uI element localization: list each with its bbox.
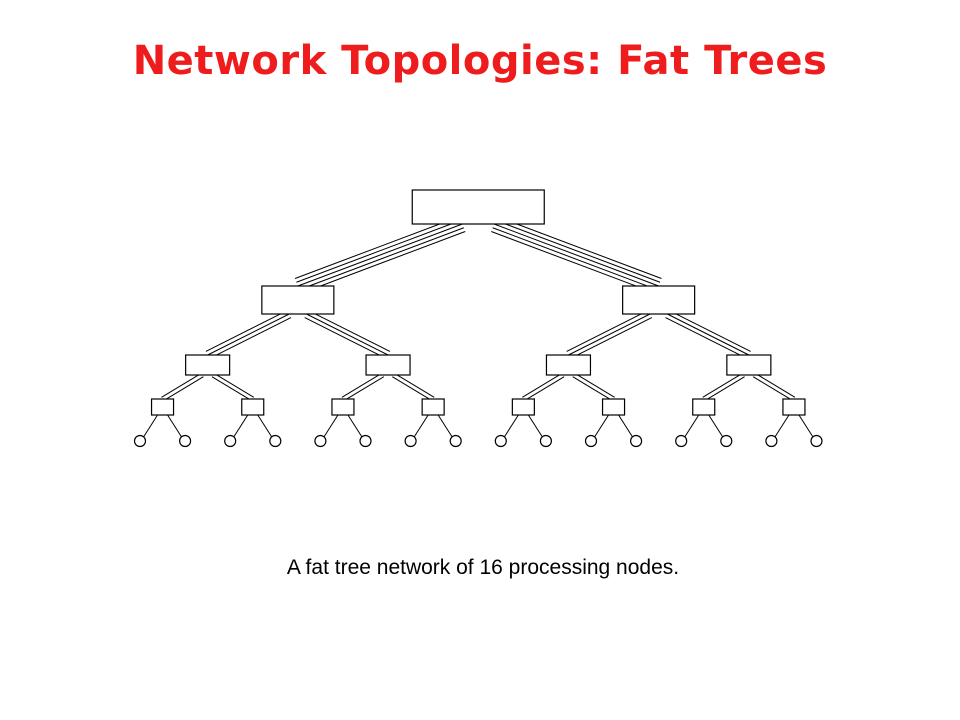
link-bundle-level-2 (566, 309, 649, 352)
leaf-link (774, 414, 790, 438)
processing-node (765, 434, 778, 448)
level-4-switch (692, 398, 716, 416)
link-bundle-level-2 (568, 313, 651, 356)
diagram-caption: A fat tree network of 16 processing node… (286, 556, 680, 579)
processing-node (494, 434, 507, 448)
link-bundle-level-1 (495, 219, 661, 283)
leaf-link (167, 414, 182, 438)
tree-links (143, 216, 814, 438)
link-bundle-level-2 (667, 313, 750, 356)
link-bundle-level-3 (702, 372, 743, 398)
link-bundle-level-3 (341, 372, 382, 398)
link-bundle-level-3 (524, 376, 565, 402)
level-3-switch (365, 354, 411, 376)
leaf-link (143, 414, 158, 438)
leaf-link (233, 414, 249, 438)
leaf-link (257, 414, 273, 438)
leaf-link (527, 414, 543, 438)
link-bundle-level-1 (300, 231, 466, 294)
level-4-switch (782, 398, 806, 416)
processing-node (675, 434, 688, 448)
processing-node (269, 434, 282, 448)
level-4-switch (150, 398, 175, 416)
level-2-switch (261, 285, 335, 315)
level-3-switch (726, 354, 772, 376)
processing-node (584, 434, 598, 448)
leaf-link (618, 414, 633, 438)
link-bundle-level-3 (163, 376, 204, 402)
link-bundle-level-3 (343, 376, 385, 402)
link-bundle-level-2 (306, 313, 389, 356)
processing-node (449, 434, 462, 448)
link-bundle-level-3 (574, 372, 615, 398)
leaf-link (684, 414, 700, 438)
level-4-switch (421, 398, 445, 416)
processing-node (629, 434, 643, 448)
link-bundle-level-2 (665, 317, 748, 360)
leaf-link (347, 414, 363, 438)
level-3-switch (185, 354, 231, 376)
level-4-switch (331, 398, 355, 416)
processing-node (539, 434, 553, 448)
leaf-link (437, 414, 453, 438)
link-bundle-level-1 (296, 219, 462, 283)
link-bundle-level-2 (570, 317, 653, 360)
processing-nodes (133, 434, 823, 448)
link-bundle-level-2 (207, 313, 290, 356)
leaf-link (503, 414, 519, 438)
link-bundle-level-3 (704, 376, 745, 402)
page-title: Network Topologies: Fat Trees (132, 38, 828, 84)
link-bundle-level-2 (209, 317, 292, 360)
processing-node (314, 434, 327, 448)
leaf-link (798, 414, 814, 438)
link-bundle-level-1 (496, 216, 662, 279)
processing-node (810, 434, 823, 448)
processing-node (179, 434, 192, 448)
level-4-switch (511, 398, 535, 416)
leaf-link (323, 414, 339, 438)
link-bundle-level-2 (205, 309, 288, 352)
processing-node (359, 434, 372, 448)
link-bundle-level-3 (394, 372, 435, 398)
level-4-switch (601, 398, 626, 416)
leaf-link (594, 414, 609, 438)
processing-node (720, 434, 733, 448)
link-bundle-level-3 (572, 376, 613, 402)
link-bundle-level-2 (668, 309, 751, 352)
processing-node (133, 434, 147, 448)
link-bundle-level-3 (213, 372, 255, 398)
link-bundle-level-1 (299, 227, 464, 291)
link-bundle-level-3 (752, 376, 794, 402)
leaf-link (708, 414, 724, 438)
level-3-switch (545, 354, 592, 376)
link-bundle-level-1 (294, 216, 460, 279)
link-bundle-level-1 (491, 231, 657, 294)
processing-node (404, 434, 417, 448)
link-bundle-level-3 (522, 372, 563, 398)
link-bundle-level-1 (493, 223, 659, 287)
level-4-switch (241, 398, 265, 416)
processing-node (224, 434, 237, 448)
link-bundle-level-3 (392, 376, 433, 402)
link-bundle-level-2 (308, 309, 391, 352)
link-bundle-level-3 (211, 376, 252, 402)
link-bundle-level-3 (161, 372, 202, 398)
tree-switches (150, 189, 806, 416)
link-bundle-level-1 (297, 223, 463, 287)
root-switch (411, 189, 545, 225)
link-bundle-level-1 (492, 227, 658, 291)
level-2-switch (622, 285, 696, 315)
link-bundle-level-2 (304, 317, 387, 360)
link-bundle-level-3 (754, 372, 796, 398)
leaf-link (413, 414, 429, 438)
